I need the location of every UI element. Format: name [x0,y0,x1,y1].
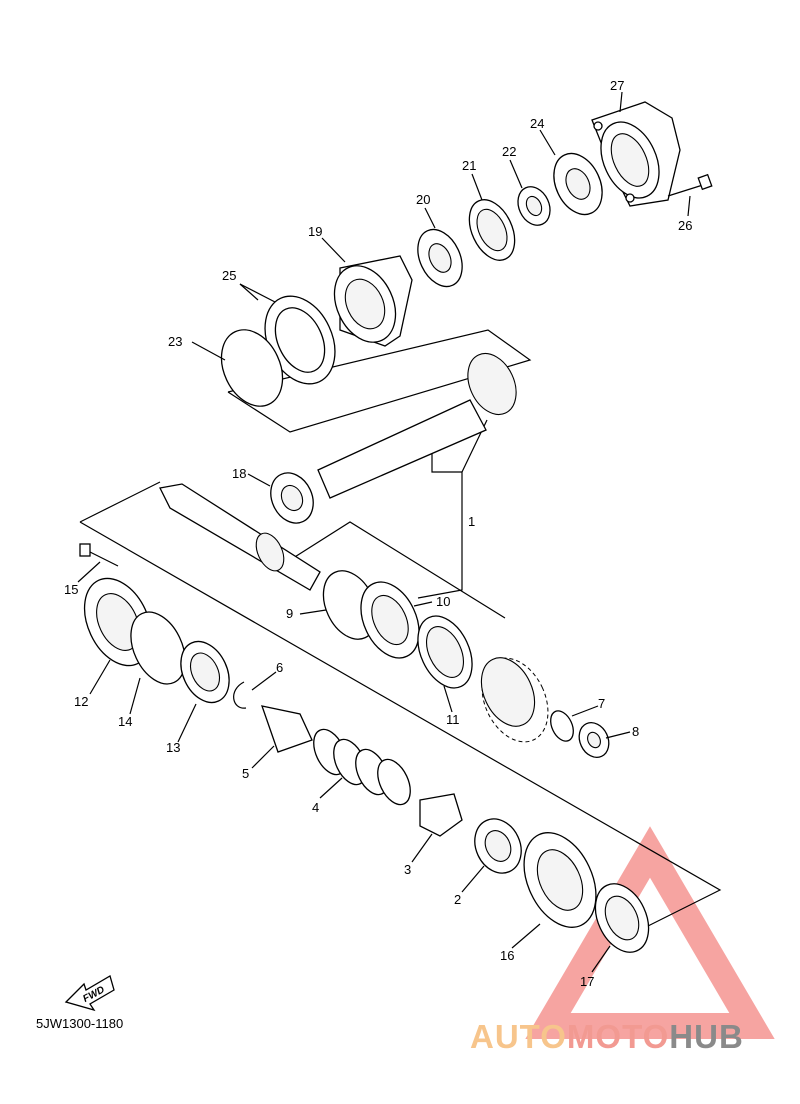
watermark-part-hub: HUB [669,1018,744,1055]
label-1: 1 [468,514,475,529]
watermark-text: AUTOMOTOHUB [470,1018,744,1056]
label-7: 7 [598,696,605,711]
label-20: 20 [416,192,430,207]
label-18: 18 [232,466,246,481]
label-3: 3 [404,862,411,877]
part-3-dog [419,793,463,837]
watermark-part-moto: MOTO [566,1018,670,1055]
label-24: 24 [530,116,544,131]
label-9: 9 [286,606,293,621]
label-5: 5 [242,766,249,781]
part-23-o-ring [220,329,284,407]
part-14-o-ring [130,611,186,685]
diagram-code: 5JW1300-1180 [36,1016,124,1031]
label-16: 16 [500,948,514,963]
part-2-hub [474,818,522,874]
label-8: 8 [632,724,639,739]
label-6: 6 [276,660,283,675]
part-21-race [468,199,516,261]
label-26: 26 [678,218,692,233]
part-17-seal [594,883,650,953]
part-27-housing [591,101,681,207]
watermark-part-auto: AUTO [470,1018,567,1055]
part-pinion-shaft [317,352,517,499]
part-4-spring [313,728,411,806]
part-5-collar [261,705,313,753]
part-24-seal [553,152,603,216]
label-12: 12 [74,694,88,709]
label-10: 10 [436,594,450,609]
part-10-bearing [360,581,420,659]
part-8-nut [578,721,610,759]
watermark-triangle-logo [525,826,775,1039]
part-20-bearing [417,228,463,288]
part-pinion-gear [480,657,549,743]
part-26-bolt [667,173,713,197]
fwd-arrow-icon: FWD [64,975,115,1012]
part-25-shims [264,295,336,385]
label-25: 25 [222,268,236,283]
label-15: 15 [64,582,78,597]
part-12-housing [83,577,153,667]
part-7-washer [550,710,574,742]
part-6-clip [233,681,247,709]
label-13: 13 [166,740,180,755]
label-4: 4 [312,800,319,815]
part-drive-shaft [159,483,321,591]
label-14: 14 [118,714,132,729]
part-19-bearing-housing [333,255,413,347]
label-22: 22 [502,144,516,159]
label-11: 11 [446,712,460,727]
part-11-race [417,615,473,689]
label-17: 17 [580,974,594,989]
part-22-nut [517,186,551,226]
part-16-gear [523,832,597,928]
part-18-bearing [270,472,314,524]
part-13-seal [180,640,230,704]
label-19: 19 [308,224,322,239]
label-23: 23 [168,334,182,349]
label-21: 21 [462,158,476,173]
part-15-bolt [79,543,119,567]
label-27: 27 [610,78,624,93]
leader-lines [77,91,691,973]
label-2: 2 [454,892,461,907]
